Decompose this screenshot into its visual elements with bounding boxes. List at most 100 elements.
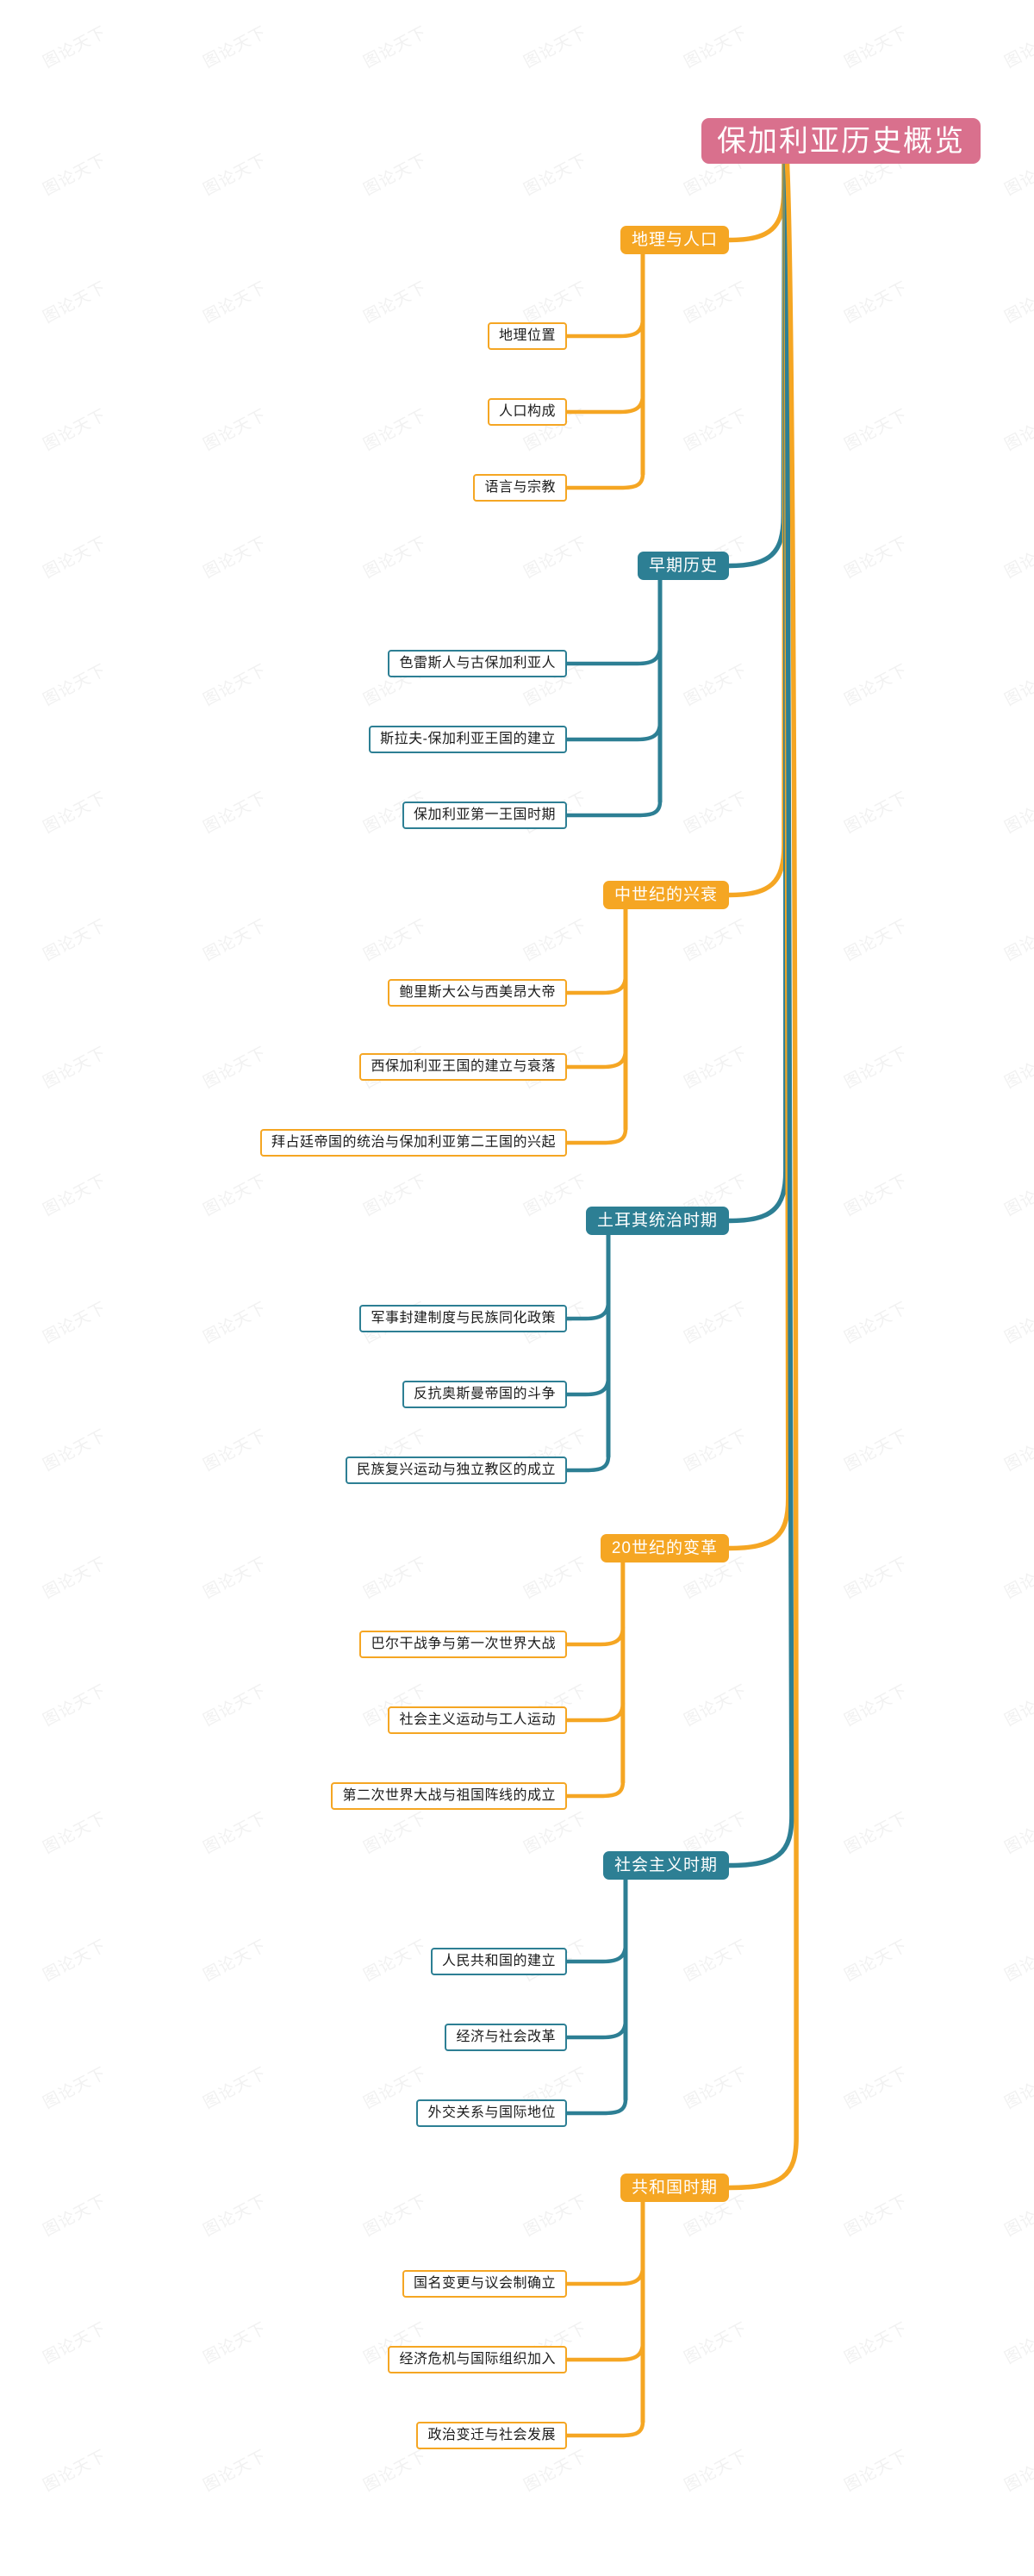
leaf-node-5-2[interactable]: 社会主义运动与工人运动 (388, 1706, 567, 1734)
watermark: 图论天下 (40, 661, 110, 710)
leaf-connector-5-2 (564, 1700, 626, 1723)
watermark: 图论天下 (681, 1044, 751, 1093)
leaf-connector-3-1 (564, 973, 628, 995)
watermark: 图论天下 (841, 23, 912, 72)
leaf-connector-6-2 (564, 2018, 628, 2040)
leaf-node-4-2[interactable]: 反抗奥斯曼帝国的斗争 (402, 1381, 567, 1408)
watermark: 图论天下 (520, 2447, 591, 2496)
watermark: 图论天下 (200, 1044, 271, 1093)
watermark: 图论天下 (681, 1937, 751, 1986)
watermark: 图论天下 (200, 2064, 271, 2113)
watermark: 图论天下 (1001, 1299, 1034, 1348)
watermark: 图论天下 (681, 2319, 751, 2368)
root-node[interactable]: 保加利亚历史概览 (701, 118, 981, 164)
leaf-node-4-1[interactable]: 军事封建制度与民族同化政策 (359, 1305, 567, 1332)
spine-connector-1 (726, 161, 787, 243)
spine-connector-4 (726, 161, 788, 1224)
watermark: 图论天下 (360, 2447, 431, 2496)
watermark: 图论天下 (200, 2447, 271, 2496)
watermark: 图论天下 (40, 2319, 110, 2368)
watermark: 图论天下 (841, 1809, 912, 1858)
branch-node-4[interactable]: 土耳其统治时期 (585, 1207, 729, 1235)
watermark: 图论天下 (1001, 2064, 1034, 2113)
watermark: 图论天下 (681, 661, 751, 710)
watermark: 图论天下 (40, 1044, 110, 1093)
watermark: 图论天下 (200, 2192, 271, 2241)
watermark: 图论天下 (520, 1809, 591, 1858)
watermark: 图论天下 (681, 916, 751, 965)
leaf-connector-1-2 (564, 392, 645, 415)
watermark: 图论天下 (1001, 1044, 1034, 1093)
watermark: 图论天下 (520, 533, 591, 583)
watermark: 图论天下 (681, 23, 751, 72)
branch-node-7[interactable]: 共和国时期 (620, 2174, 729, 2202)
leaf-connector-6-1 (564, 1942, 628, 1964)
leaf-node-2-1[interactable]: 色雷斯人与古保加利亚人 (388, 650, 567, 677)
leaf-node-2-3[interactable]: 保加利亚第一王国时期 (402, 801, 567, 829)
watermark: 图论天下 (40, 1681, 110, 1731)
watermark: 图论天下 (681, 2064, 751, 2113)
watermark: 图论天下 (841, 406, 912, 455)
leaf-connector-2-2 (564, 720, 663, 742)
watermark: 图论天下 (1001, 661, 1034, 710)
watermark: 图论天下 (1001, 1426, 1034, 1475)
leaf-node-1-1[interactable]: 地理位置 (487, 322, 567, 350)
leaf-connector-7-3 (564, 2419, 645, 2438)
leaf-connector-2-1 (564, 644, 663, 666)
leaf-node-6-2[interactable]: 经济与社会改革 (445, 2024, 567, 2051)
watermark: 图论天下 (1001, 533, 1034, 583)
branch-node-2[interactable]: 早期历史 (637, 552, 729, 580)
spine-connector-2 (726, 161, 788, 569)
watermark: 图论天下 (520, 1554, 591, 1603)
watermark: 图论天下 (681, 789, 751, 838)
watermark: 图论天下 (360, 533, 431, 583)
watermark: 图论天下 (841, 1554, 912, 1603)
watermark: 图论天下 (841, 1426, 912, 1475)
watermark: 图论天下 (1001, 1937, 1034, 1986)
leaf-node-3-3[interactable]: 拜占廷帝国的统治与保加利亚第二王国的兴起 (259, 1129, 567, 1157)
watermark: 图论天下 (841, 789, 912, 838)
leaf-node-7-1[interactable]: 国名变更与议会制确立 (402, 2270, 567, 2298)
leaf-node-3-1[interactable]: 鲍里斯大公与西美昂大帝 (388, 979, 567, 1007)
leaf-node-5-1[interactable]: 巴尔干战争与第一次世界大战 (359, 1631, 567, 1658)
watermark: 图论天下 (681, 1681, 751, 1731)
watermark: 图论天下 (200, 1299, 271, 1348)
branch-node-1[interactable]: 地理与人口 (620, 226, 729, 254)
leaf-node-6-1[interactable]: 人民共和国的建立 (430, 1948, 567, 1975)
leaf-node-1-2[interactable]: 人口构成 (487, 398, 567, 426)
watermark: 图论天下 (681, 1299, 751, 1348)
leaf-node-3-2[interactable]: 西保加利亚王国的建立与衰落 (359, 1053, 567, 1081)
leaf-node-5-3[interactable]: 第二次世界大战与祖国阵线的成立 (331, 1782, 567, 1810)
watermark: 图论天下 (40, 1809, 110, 1858)
branch-node-6[interactable]: 社会主义时期 (602, 1851, 729, 1880)
watermark: 图论天下 (681, 1426, 751, 1475)
watermark: 图论天下 (360, 406, 431, 455)
leaf-node-4-3[interactable]: 民族复兴运动与独立教区的成立 (345, 1456, 567, 1484)
watermark: 图论天下 (200, 661, 271, 710)
watermark: 图论天下 (1001, 23, 1034, 72)
watermark: 图论天下 (200, 533, 271, 583)
watermark: 图论天下 (1001, 916, 1034, 965)
branch-node-5[interactable]: 20世纪的变革 (600, 1534, 729, 1562)
watermark: 图论天下 (520, 1171, 591, 1220)
branch-node-3[interactable]: 中世纪的兴衰 (602, 881, 729, 909)
watermark: 图论天下 (841, 1171, 912, 1220)
watermark: 图论天下 (360, 2192, 431, 2241)
leaf-connector-6-3 (564, 2097, 628, 2116)
watermark: 图论天下 (200, 1171, 271, 1220)
leaf-node-6-3[interactable]: 外交关系与国际地位 (416, 2099, 567, 2127)
leaf-connector-5-1 (564, 1625, 626, 1647)
spine-connector-6 (726, 161, 794, 1868)
watermark: 图论天下 (520, 23, 591, 72)
leaf-node-1-3[interactable]: 语言与宗教 (473, 474, 567, 502)
leaf-node-7-3[interactable]: 政治变迁与社会发展 (416, 2422, 567, 2449)
watermark: 图论天下 (40, 789, 110, 838)
watermark: 图论天下 (1001, 406, 1034, 455)
leaf-node-7-2[interactable]: 经济危机与国际组织加入 (388, 2346, 567, 2373)
watermark: 图论天下 (40, 533, 110, 583)
leaf-node-2-2[interactable]: 斯拉夫-保加利亚王国的建立 (369, 726, 567, 753)
spine-connector-7 (726, 161, 799, 2191)
watermark: 图论天下 (841, 533, 912, 583)
